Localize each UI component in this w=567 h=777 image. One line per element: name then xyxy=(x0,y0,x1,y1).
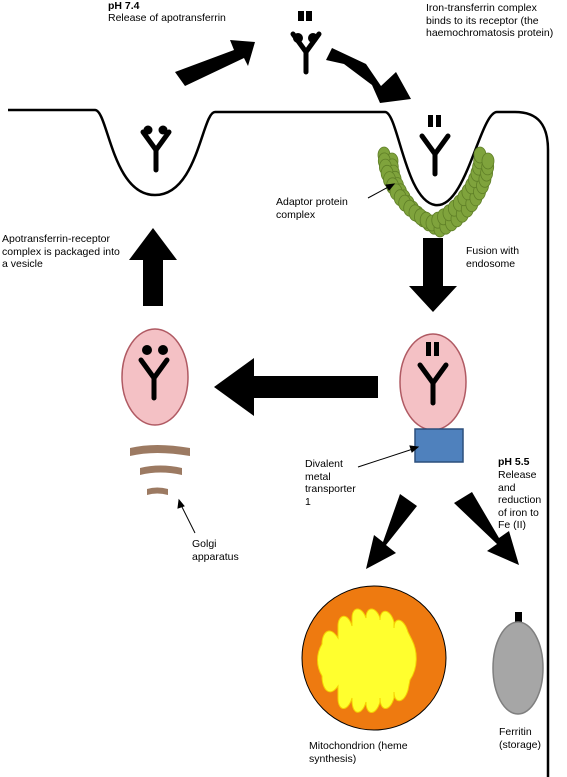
adaptor-label: Adaptor protein complex xyxy=(276,196,348,221)
free-transferrin-iron xyxy=(293,11,319,72)
ferritin-label: Ferritin (storage) xyxy=(499,726,542,751)
ferritin xyxy=(492,612,544,715)
recycling-vesicle xyxy=(121,328,189,426)
adaptor-protein-complex xyxy=(377,146,495,238)
ph55-title: pH 5.5 xyxy=(498,456,530,468)
iron-binding-label: Iron-transferrin complex binds to its re… xyxy=(426,2,554,39)
arrow-up-right xyxy=(175,40,255,86)
dmt1-box xyxy=(414,428,464,463)
mitochondrion xyxy=(301,585,447,731)
golgi-label: Golgi apparatus xyxy=(192,538,239,563)
ph55-description: Release and reduction of iron to Fe (II) xyxy=(498,469,542,531)
endosome xyxy=(399,333,467,431)
dmt1-label: Divalent metal transporter 1 xyxy=(305,458,356,508)
arrow-down-right xyxy=(326,48,411,103)
receptor-left-pit xyxy=(143,125,169,171)
arrows xyxy=(129,40,519,569)
arrow-left-to-recycling xyxy=(214,358,378,416)
cell-membrane xyxy=(8,108,550,777)
ph74-description: Release of apotransferrin xyxy=(108,12,226,24)
receptor-right-pit xyxy=(422,115,448,174)
arrow-down-to-endosome xyxy=(409,238,457,312)
pointer-lines xyxy=(177,183,420,534)
apotransferrin-vesicle-label: Apotransferrin-receptor complex is packa… xyxy=(2,233,120,270)
arrow-to-ferritin xyxy=(454,492,519,565)
adaptor-protein-blob xyxy=(481,152,495,170)
golgi-apparatus xyxy=(130,445,190,495)
ph74-title: pH 7.4 xyxy=(108,0,140,12)
mitochondrion-label: Mitochondrion (heme synthesis) xyxy=(309,740,408,765)
arrow-to-mitochondrion xyxy=(366,494,417,569)
fusion-label: Fusion with endosome xyxy=(466,245,520,270)
arrow-up-to-membrane xyxy=(129,228,177,306)
